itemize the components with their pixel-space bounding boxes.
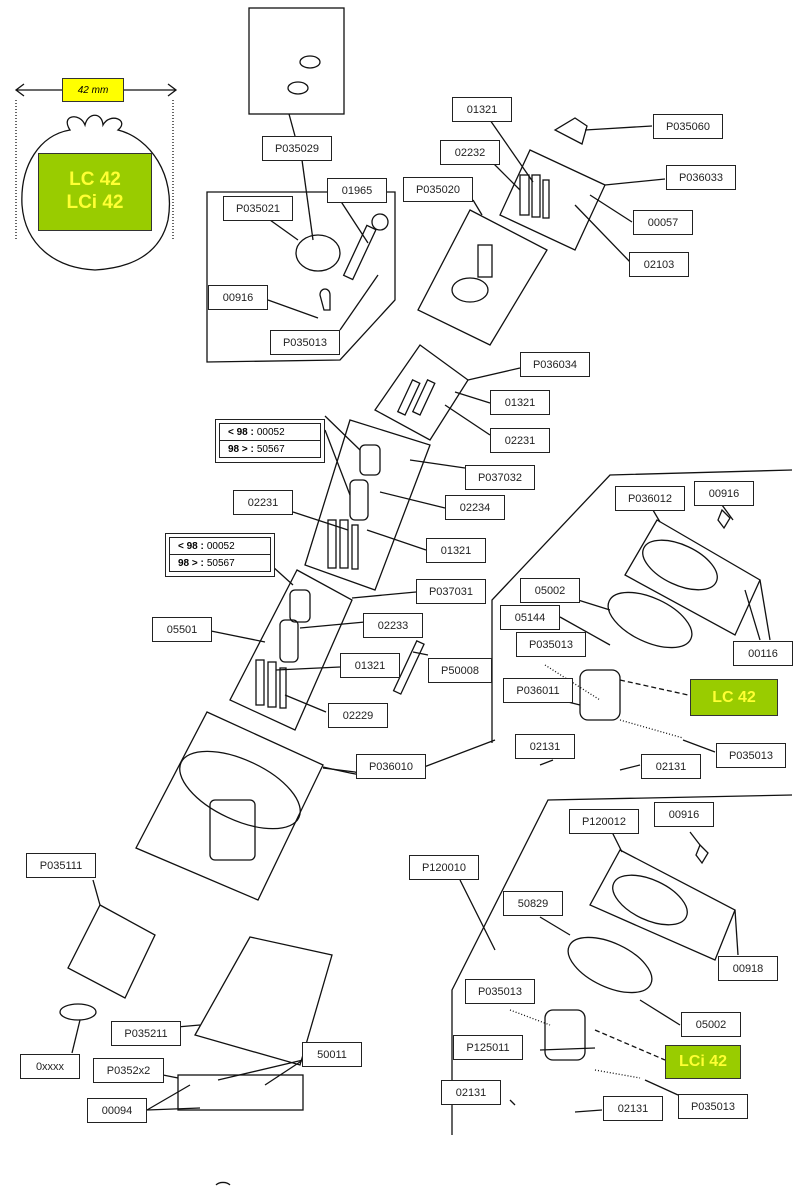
part-label[interactable]: P125011	[453, 1035, 523, 1060]
part-label[interactable]: 0xxxx	[20, 1054, 80, 1079]
dimension-label: 42 mm	[62, 78, 124, 102]
part-label[interactable]: P0352x2	[93, 1058, 164, 1083]
part-label[interactable]: P035013	[516, 632, 586, 657]
part-label[interactable]: 00116	[733, 641, 793, 666]
model-lc-42: LC 42	[69, 169, 121, 191]
part-label[interactable]: 02131	[641, 754, 701, 779]
part-label[interactable]: 02232	[440, 140, 500, 165]
part-label[interactable]: 02103	[629, 252, 689, 277]
part-label[interactable]: P035029	[262, 136, 332, 161]
model-lci-42: LCi 42	[66, 192, 124, 213]
lci-42-tag: LCi 42	[665, 1045, 741, 1079]
part-label[interactable]: 02131	[441, 1080, 501, 1105]
revision-row: < 98 :00052	[169, 537, 271, 555]
revision-row: 98 > :50567	[219, 441, 321, 458]
part-label[interactable]: 50829	[503, 891, 563, 916]
profile-outline	[21, 114, 170, 271]
part-label[interactable]: 02231	[490, 428, 550, 453]
part-label[interactable]: P036012	[615, 486, 685, 511]
part-label[interactable]: P036010	[356, 754, 426, 779]
part-label[interactable]: 00057	[633, 210, 693, 235]
part-label[interactable]: P50008	[428, 658, 492, 683]
revision-box: < 98 :00052 98 > :50567	[215, 419, 325, 463]
part-label[interactable]: P120010	[409, 855, 479, 880]
part-label[interactable]: P036011	[503, 678, 573, 703]
part-label[interactable]: 01321	[452, 97, 512, 122]
part-label[interactable]: 02131	[603, 1096, 663, 1121]
part-label[interactable]: 01965	[327, 178, 387, 203]
part-label[interactable]: P036033	[666, 165, 736, 190]
part-label[interactable]: P035111	[26, 853, 96, 878]
part-label[interactable]: P035020	[403, 177, 473, 202]
part-label[interactable]: 05144	[500, 605, 560, 630]
part-label[interactable]: P037032	[465, 465, 535, 490]
lc-42-tag: LC 42	[690, 679, 778, 716]
part-label[interactable]: P035013	[678, 1094, 748, 1119]
part-label[interactable]: P035013	[270, 330, 340, 355]
part-label[interactable]: P035021	[223, 196, 293, 221]
revision-box: < 98 :00052 98 > :50567	[165, 533, 275, 577]
part-label[interactable]: P037031	[416, 579, 486, 604]
part-label[interactable]: P035013	[465, 979, 535, 1004]
part-label[interactable]: 01321	[340, 653, 400, 678]
part-label[interactable]: 00916	[694, 481, 754, 506]
part-label[interactable]: 00916	[654, 802, 714, 827]
part-label[interactable]: P035013	[716, 743, 786, 768]
part-label[interactable]: 50011	[302, 1042, 362, 1067]
part-label[interactable]: P120012	[569, 809, 639, 834]
part-label[interactable]: 00094	[87, 1098, 147, 1123]
part-label[interactable]: 00918	[718, 956, 778, 981]
part-label[interactable]: 01321	[490, 390, 550, 415]
part-label[interactable]: 01321	[426, 538, 486, 563]
revision-row: < 98 :00052	[219, 423, 321, 441]
part-label[interactable]: 02229	[328, 703, 388, 728]
part-label[interactable]: 02131	[515, 734, 575, 759]
part-label[interactable]: 05002	[681, 1012, 741, 1037]
part-label[interactable]: P035060	[653, 114, 723, 139]
part-label[interactable]: 00916	[208, 285, 268, 310]
profile-model-tag: LC 42 LCi 42	[38, 153, 152, 231]
part-label[interactable]: 02234	[445, 495, 505, 520]
part-label[interactable]: 05002	[520, 578, 580, 603]
part-label[interactable]: 05501	[152, 617, 212, 642]
part-label[interactable]: P035211	[111, 1021, 181, 1046]
part-label[interactable]: 02231	[233, 490, 293, 515]
part-label[interactable]: P036034	[520, 352, 590, 377]
revision-row: 98 > :50567	[169, 555, 271, 572]
part-label[interactable]: 02233	[363, 613, 423, 638]
